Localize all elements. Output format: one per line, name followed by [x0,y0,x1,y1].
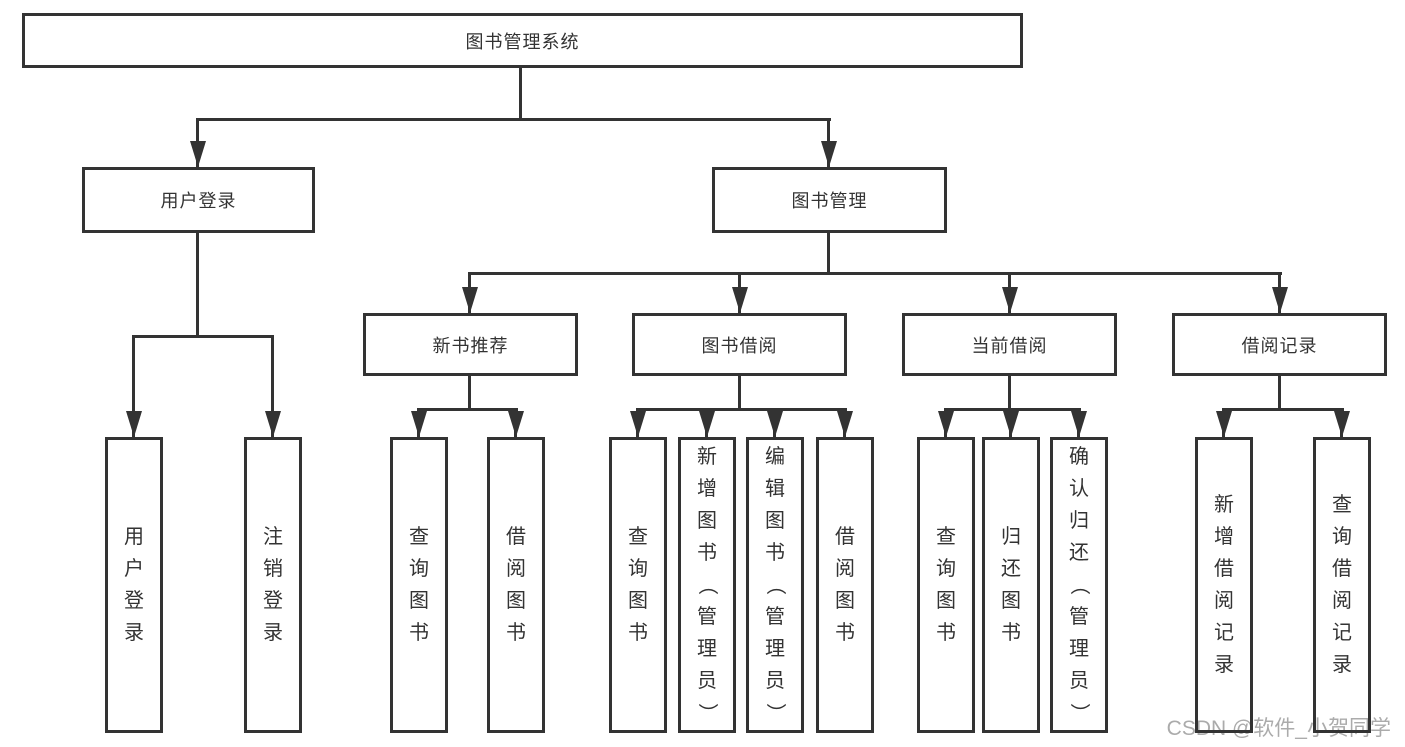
arrow-to-g4-confirm-return [1071,411,1087,437]
leaf-query-books-1: 查询图书 [390,437,448,733]
arrow-to-g5-add-record [1216,411,1232,437]
leaf-confirm-return-admin: 确认归还（管理员） [1050,437,1108,733]
arrow-to-g3-borrow-books [837,411,853,437]
node-new-book-recommendation: 新书推荐 [363,313,578,376]
arrow-to-book-management [821,141,837,167]
node-label: 图书借阅 [701,335,778,356]
arrow-to-borrowing-records [1272,287,1288,313]
node-label: 新书推荐 [432,335,509,356]
arrow-to-g3-query-books [630,411,646,437]
leaf-edit-book-admin: 编辑图书（管理员） [746,437,804,733]
arrow-to-g3-add-book [699,411,715,437]
arrow-to-g2-query-books [411,411,427,437]
leaf-borrow-books-2: 借阅图书 [816,437,874,733]
arrow-to-g4-query-books [938,411,954,437]
leaf-label: 用户登录 [124,526,144,644]
node-label: 用户登录 [160,191,237,211]
connector-level2-bar [197,118,831,121]
connector-user-login-stem [196,233,199,335]
connector-stem-leaf-logout [271,335,274,437]
leaf-label: 归还图书 [1001,526,1021,644]
arrow-to-g2-borrow-books [508,411,524,437]
leaf-label: 查询借阅记录 [1332,494,1352,676]
leaf-add-book-admin: 新增图书（管理员） [678,437,736,733]
node-current-borrowing: 当前借阅 [902,313,1117,376]
leaf-query-books-2: 查询图书 [609,437,667,733]
leaf-label: 注销登录 [263,526,283,644]
node-book-management: 图书管理 [712,167,947,233]
connector-borrowing-records-bar [1222,408,1344,411]
leaf-label: 查询图书 [409,526,429,644]
connector-book-management-stem [827,233,830,272]
leaf-label: 借阅图书 [835,526,855,644]
connector-level3-bar [468,272,1282,275]
leaf-label: 查询图书 [628,526,648,644]
leaf-label: 编辑图书（管理员） [764,446,786,723]
leaf-return-books: 归还图书 [982,437,1040,733]
node-label: 图书管理系统 [465,31,580,52]
connector-new-book-stem [468,376,471,408]
csdn-watermark: CSDN @软件_小贺同学 [1166,717,1391,740]
connector-book-borrowing-bar [636,408,847,411]
connector-borrowing-records-stem [1278,376,1281,408]
arrow-to-g5-query-record [1334,411,1350,437]
arrow-to-current-borrowing [1002,287,1018,313]
connector-book-borrowing-stem [738,376,741,408]
connector-root-stem [519,68,522,118]
connector-user-login-bar [132,335,274,338]
node-label: 图书管理 [791,191,868,211]
leaf-query-books-3: 查询图书 [917,437,975,733]
arrow-to-g4-return-books [1003,411,1019,437]
leaf-user-login: 用户登录 [105,437,163,733]
arrow-to-new-book [462,287,478,313]
node-book-borrowing: 图书借阅 [632,313,847,376]
leaf-label: 新增借阅记录 [1214,494,1234,676]
arrow-to-book-borrowing [732,287,748,313]
leaf-label: 新增图书（管理员） [696,446,718,723]
arrow-to-g3-edit-book [767,411,783,437]
leaf-logout: 注销登录 [244,437,302,733]
node-label: 借阅记录 [1241,335,1318,356]
node-label: 当前借阅 [971,335,1048,356]
connector-stem-leaf-user-login [132,335,135,437]
node-library-management-system: 图书管理系统 [22,13,1023,68]
connector-new-book-bar [417,408,518,411]
connector-current-borrowing-bar [944,408,1081,411]
arrow-to-leaf-logout [265,411,281,437]
arrow-to-leaf-user-login [126,411,142,437]
leaf-query-borrow-record: 查询借阅记录 [1313,437,1371,733]
arrow-to-user-login [190,141,206,167]
leaf-borrow-books-1: 借阅图书 [487,437,545,733]
leaf-label: 借阅图书 [506,526,526,644]
leaf-label: 查询图书 [936,526,956,644]
leaf-label: 确认归还（管理员） [1068,446,1090,723]
node-user-login: 用户登录 [82,167,315,233]
connector-current-borrowing-stem [1008,376,1011,408]
leaf-add-borrow-record: 新增借阅记录 [1195,437,1253,733]
node-borrowing-records: 借阅记录 [1172,313,1387,376]
